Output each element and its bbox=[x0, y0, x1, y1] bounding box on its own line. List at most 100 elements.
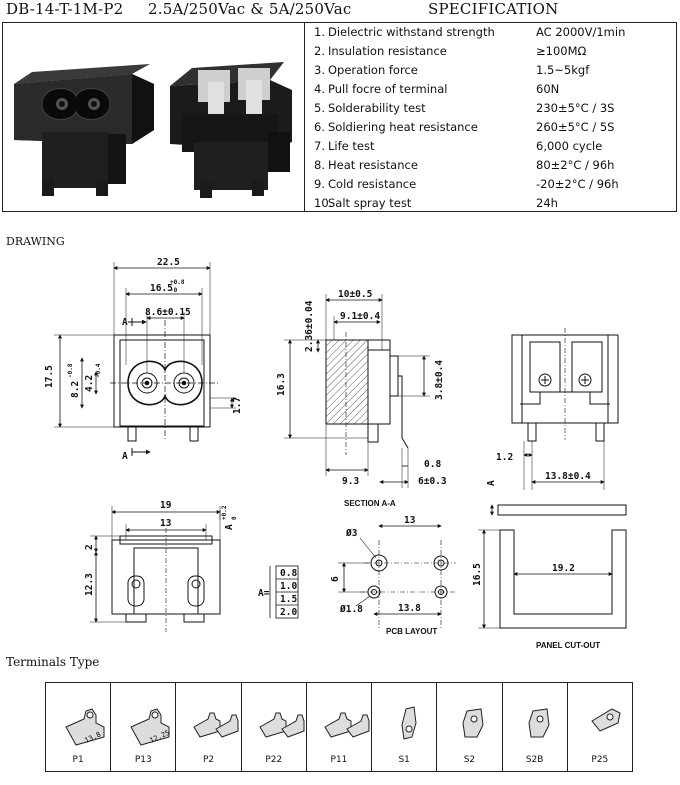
front-height-dim: 17.5 bbox=[44, 365, 55, 388]
panel-caption: PANEL CUT-OUT bbox=[536, 641, 600, 650]
spec-n: 1. bbox=[314, 25, 325, 39]
pcb-h-dim: 6 bbox=[330, 576, 341, 582]
model-number: DB-14-T-1M-P2 bbox=[6, 0, 124, 18]
panel-width-dim: 19.2 bbox=[552, 563, 575, 574]
bottom-a-dim: A bbox=[224, 524, 235, 530]
terminal-type-s2: S2 bbox=[437, 683, 503, 771]
bottom-width-dim: 19 bbox=[160, 500, 172, 511]
spec-n: 3. bbox=[314, 63, 325, 77]
bottom-h2-dim: 12.3 bbox=[84, 573, 95, 596]
pcb-width2-dim: 13.8 bbox=[398, 603, 421, 614]
spec-value: 24h bbox=[536, 196, 558, 210]
spec-label: Pull focre of terminal bbox=[328, 82, 448, 96]
spec-row: 10.Salt spray test 24h bbox=[314, 194, 674, 213]
rating: 2.5A/250Vac & 5A/250Vac bbox=[148, 0, 352, 18]
front-width2-dim: 16.5 bbox=[150, 283, 173, 294]
terminals-title: Terminals Type bbox=[6, 655, 100, 669]
side-b3-dim: 6±0.3 bbox=[418, 476, 447, 487]
pcb-d1-dim: Ø3 bbox=[345, 528, 358, 539]
front-right-dim: 1.7 bbox=[232, 397, 243, 414]
terminal-icon bbox=[401, 706, 417, 740]
drawing-title: DRAWING bbox=[6, 235, 65, 248]
spec-n: 5. bbox=[314, 101, 325, 115]
bottom-a-tol: +0.2 bbox=[221, 505, 228, 520]
pcb-caption: PCB LAYOUT bbox=[386, 627, 437, 636]
front-h3-dim: 4.2 bbox=[84, 375, 95, 392]
spec-value: ≥100MΩ bbox=[536, 44, 587, 58]
spec-label: Life test bbox=[328, 139, 375, 153]
front-h2-tol: -0.8 bbox=[67, 363, 74, 378]
bottom-a-tol2: 0 bbox=[231, 516, 238, 520]
spec-label: Salt spray test bbox=[328, 196, 412, 210]
terminal-type-p25: P25 bbox=[568, 683, 632, 771]
back-d1-dim: 1.2 bbox=[496, 452, 513, 463]
front-view bbox=[54, 262, 236, 456]
spec-label: Insulation resistance bbox=[328, 44, 447, 58]
terminal-type-s1: S1 bbox=[372, 683, 438, 771]
side-top2-dim: 9.1±0.4 bbox=[340, 311, 380, 322]
panel-a-dim: A bbox=[486, 480, 497, 486]
pcb-d2-dim: Ø1.8 bbox=[339, 604, 363, 615]
socket-front-photo bbox=[14, 64, 154, 196]
pcb-layout bbox=[338, 524, 456, 628]
spec-n: 2. bbox=[314, 44, 325, 58]
technical-drawing: 22.5 16.5 +0.8 -0 8.6±0.15 17.5 8.2 -0.8… bbox=[44, 257, 627, 650]
terminal-name: S2B bbox=[525, 755, 544, 765]
spec-value: 1.5~5kgf bbox=[536, 63, 590, 77]
spec-n: 7. bbox=[314, 139, 325, 153]
spec-n: 4. bbox=[314, 82, 325, 96]
spec-value: -20±2°C / 96h bbox=[536, 177, 619, 191]
spec-table bbox=[2, 22, 677, 212]
socket-back-photo bbox=[170, 62, 292, 198]
front-h2-dim: 8.2 bbox=[70, 381, 81, 398]
terminal-name: P1 bbox=[72, 755, 84, 765]
back-view bbox=[511, 328, 619, 490]
terminal-icon: 12.25 bbox=[130, 708, 171, 746]
spec-label: Operation force bbox=[328, 63, 418, 77]
terminal-icon bbox=[528, 708, 550, 738]
terminal-name: P2 bbox=[202, 755, 215, 765]
spec-label: Dielectric withstand strength bbox=[328, 25, 495, 39]
terminal-name: P22 bbox=[265, 755, 283, 765]
terminal-name: S2 bbox=[463, 755, 476, 765]
side-b2-dim: 0.8 bbox=[424, 459, 441, 470]
a-value-table bbox=[269, 565, 299, 619]
spec-n: 10. bbox=[314, 196, 333, 210]
terminal-icon bbox=[193, 712, 239, 738]
bottom-view bbox=[90, 506, 221, 632]
terminal-type-p11: P11 bbox=[307, 683, 373, 771]
pin-spacing-dim: 8.6±0.15 bbox=[145, 307, 191, 318]
spec-label: Cold resistance bbox=[328, 177, 417, 191]
spec-n: 6. bbox=[314, 120, 325, 134]
panel-cutout bbox=[478, 504, 627, 629]
terminal-icon: 13.8 bbox=[65, 708, 105, 746]
section-mark-top: A bbox=[122, 317, 128, 328]
side-section-view bbox=[284, 294, 430, 488]
back-d2-dim: 13.8±0.4 bbox=[545, 471, 591, 482]
spec-value: 260±5°C / 5S bbox=[536, 120, 615, 134]
spec-row: 9.Cold resistance -20±2°C / 96h bbox=[314, 175, 674, 194]
front-h3-tol: -0.4 bbox=[95, 363, 102, 378]
a-table-label: A= bbox=[258, 588, 270, 599]
terminal-type-p2: P2 bbox=[176, 683, 242, 771]
terminal-type-s2b: S2B bbox=[503, 683, 568, 771]
spec-n: 9. bbox=[314, 177, 325, 191]
spec-row: 2.Insulation resistance ≥100MΩ bbox=[314, 42, 674, 61]
terminal-name: P25 bbox=[591, 755, 609, 765]
terminal-type-p22: P22 bbox=[242, 683, 307, 771]
a-value-3: 2.0 bbox=[280, 607, 297, 618]
side-b1-dim: 9.3 bbox=[342, 476, 359, 487]
a-value-2: 1.5 bbox=[280, 594, 297, 605]
terminal-icon bbox=[462, 708, 484, 738]
terminal-name: P11 bbox=[330, 755, 348, 765]
front-width2-tol: +0.8 bbox=[170, 279, 185, 286]
